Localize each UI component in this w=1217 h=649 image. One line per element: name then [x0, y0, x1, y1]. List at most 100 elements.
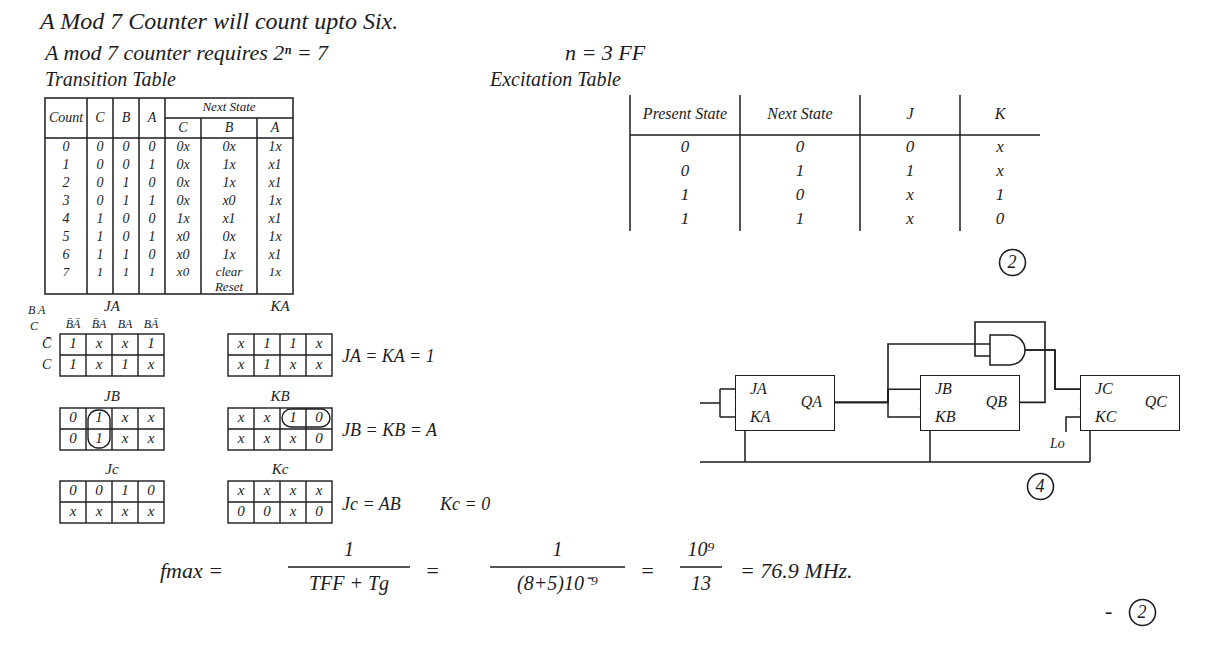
input-wire — [700, 389, 735, 417]
kmap-cell: x — [112, 335, 138, 352]
table-cell: 0 — [113, 157, 139, 173]
table-cell: x — [860, 209, 960, 229]
table-cell: 1x — [201, 175, 257, 191]
kmap-cell: 1 — [60, 356, 86, 373]
circuit-wiring — [700, 335, 1090, 462]
column-header: B — [201, 120, 257, 136]
kmap-cell: x — [86, 335, 112, 352]
table-cell: 0x — [165, 193, 201, 209]
table-cell: 1 — [630, 185, 740, 205]
kmap-cell: x — [228, 430, 254, 447]
flip-flop-box: JBQBKB — [920, 375, 1020, 431]
kmap-axis: C — [30, 320, 38, 334]
circled-mark: 2 — [998, 248, 1027, 277]
table-cell: x0 — [165, 247, 201, 263]
formula-text: 1 — [490, 538, 625, 561]
signal-name: Lo — [1050, 436, 1065, 452]
table-cell: 2 — [45, 175, 87, 191]
table-cell: x1 — [257, 175, 293, 191]
kmap-cell: x — [112, 503, 138, 520]
formula-text: = — [640, 558, 655, 583]
transition-table-grid — [45, 98, 293, 294]
callout-number: 4 — [1036, 476, 1045, 497]
pin-name: JC — [1095, 380, 1113, 398]
kmap-cell: 1 — [254, 356, 280, 373]
formula-text: = — [425, 558, 440, 583]
kmap-title: Kc — [228, 461, 332, 478]
pin-name: JB — [935, 380, 952, 398]
table-heading: Excitation Table — [490, 68, 621, 91]
table-cell: 1 — [860, 161, 960, 181]
table-cell: x1 — [201, 211, 257, 227]
kmap-cell: x — [254, 482, 280, 499]
table-cell: 0x — [165, 139, 201, 155]
kmap-cell: 0 — [254, 503, 280, 520]
equation-text: Kc = 0 — [440, 494, 490, 515]
table-cell: 1x — [257, 139, 293, 155]
table-cell: 5 — [45, 229, 87, 245]
kmap-cell: 0 — [306, 503, 332, 520]
table-cell: x — [960, 137, 1040, 157]
kmap-cell: x — [228, 335, 254, 352]
table-cell: 0 — [630, 161, 740, 181]
formula-text: 13 — [678, 572, 724, 595]
kmap-cell: 1 — [60, 335, 86, 352]
table-cell: 1x — [257, 229, 293, 245]
table-cell: x1 — [257, 211, 293, 227]
column-header: Present State — [630, 105, 740, 123]
column-header: B — [113, 110, 139, 126]
excitation-table-grid — [630, 95, 1040, 231]
column-header: C — [87, 110, 113, 126]
table-cell: 1x — [257, 265, 293, 280]
kmap-cell: 1 — [280, 409, 306, 426]
column-header: A — [139, 110, 165, 126]
low-wire — [1066, 417, 1080, 432]
column-header: Next State — [165, 100, 293, 115]
kmap-cell: x — [86, 356, 112, 373]
kmap-cell: x — [228, 356, 254, 373]
formula-text: 10⁹ — [678, 538, 724, 561]
pin-name: QB — [986, 393, 1007, 411]
table-cell: 1 — [87, 229, 113, 245]
pin-name: JA — [750, 380, 767, 398]
kmap-cell: 1 — [112, 482, 138, 499]
kmap-cell: 0 — [60, 409, 86, 426]
table-cell: 1 — [139, 229, 165, 245]
kmap-cell: 0 — [306, 430, 332, 447]
kmap-axis: C — [42, 357, 51, 373]
flip-flop-box: JAQAKA — [735, 375, 835, 431]
kmap-cell: x — [306, 335, 332, 352]
kmap-axis: BĀ — [138, 318, 164, 332]
formula-text: TFF + Tg — [288, 572, 410, 595]
kmap-cell: 0 — [60, 482, 86, 499]
wire-connector — [835, 389, 920, 402]
table-cell: 1 — [740, 161, 860, 181]
table-cell: x — [960, 161, 1040, 181]
table-cell: 6 — [45, 247, 87, 263]
column-header: Count — [45, 110, 87, 126]
equation-text: JA = KA = 1 — [342, 346, 435, 367]
table-cell: 3 — [45, 193, 87, 209]
kmap-cell: x — [112, 409, 138, 426]
table-cell: clear Reset — [201, 265, 257, 295]
kmap-axis: B̄A — [86, 318, 112, 332]
table-cell: 0 — [87, 139, 113, 155]
kmap-cell: 0 — [228, 503, 254, 520]
kmap-cell: 1 — [138, 335, 164, 352]
table-cell: 0 — [87, 193, 113, 209]
table-cell: 0x — [201, 139, 257, 155]
callout-number: 2 — [1138, 602, 1147, 623]
kmap-cell: x — [112, 430, 138, 447]
table-cell: 0 — [139, 175, 165, 191]
table-cell: 0 — [740, 137, 860, 157]
callout-number: 2 — [1008, 252, 1017, 273]
kmap-cell: x — [280, 430, 306, 447]
table-cell: x0 — [165, 229, 201, 245]
input-wire — [888, 389, 920, 417]
kmap-cell: x — [280, 482, 306, 499]
kmap-title: JA — [60, 298, 164, 315]
table-cell: 0 — [139, 247, 165, 263]
